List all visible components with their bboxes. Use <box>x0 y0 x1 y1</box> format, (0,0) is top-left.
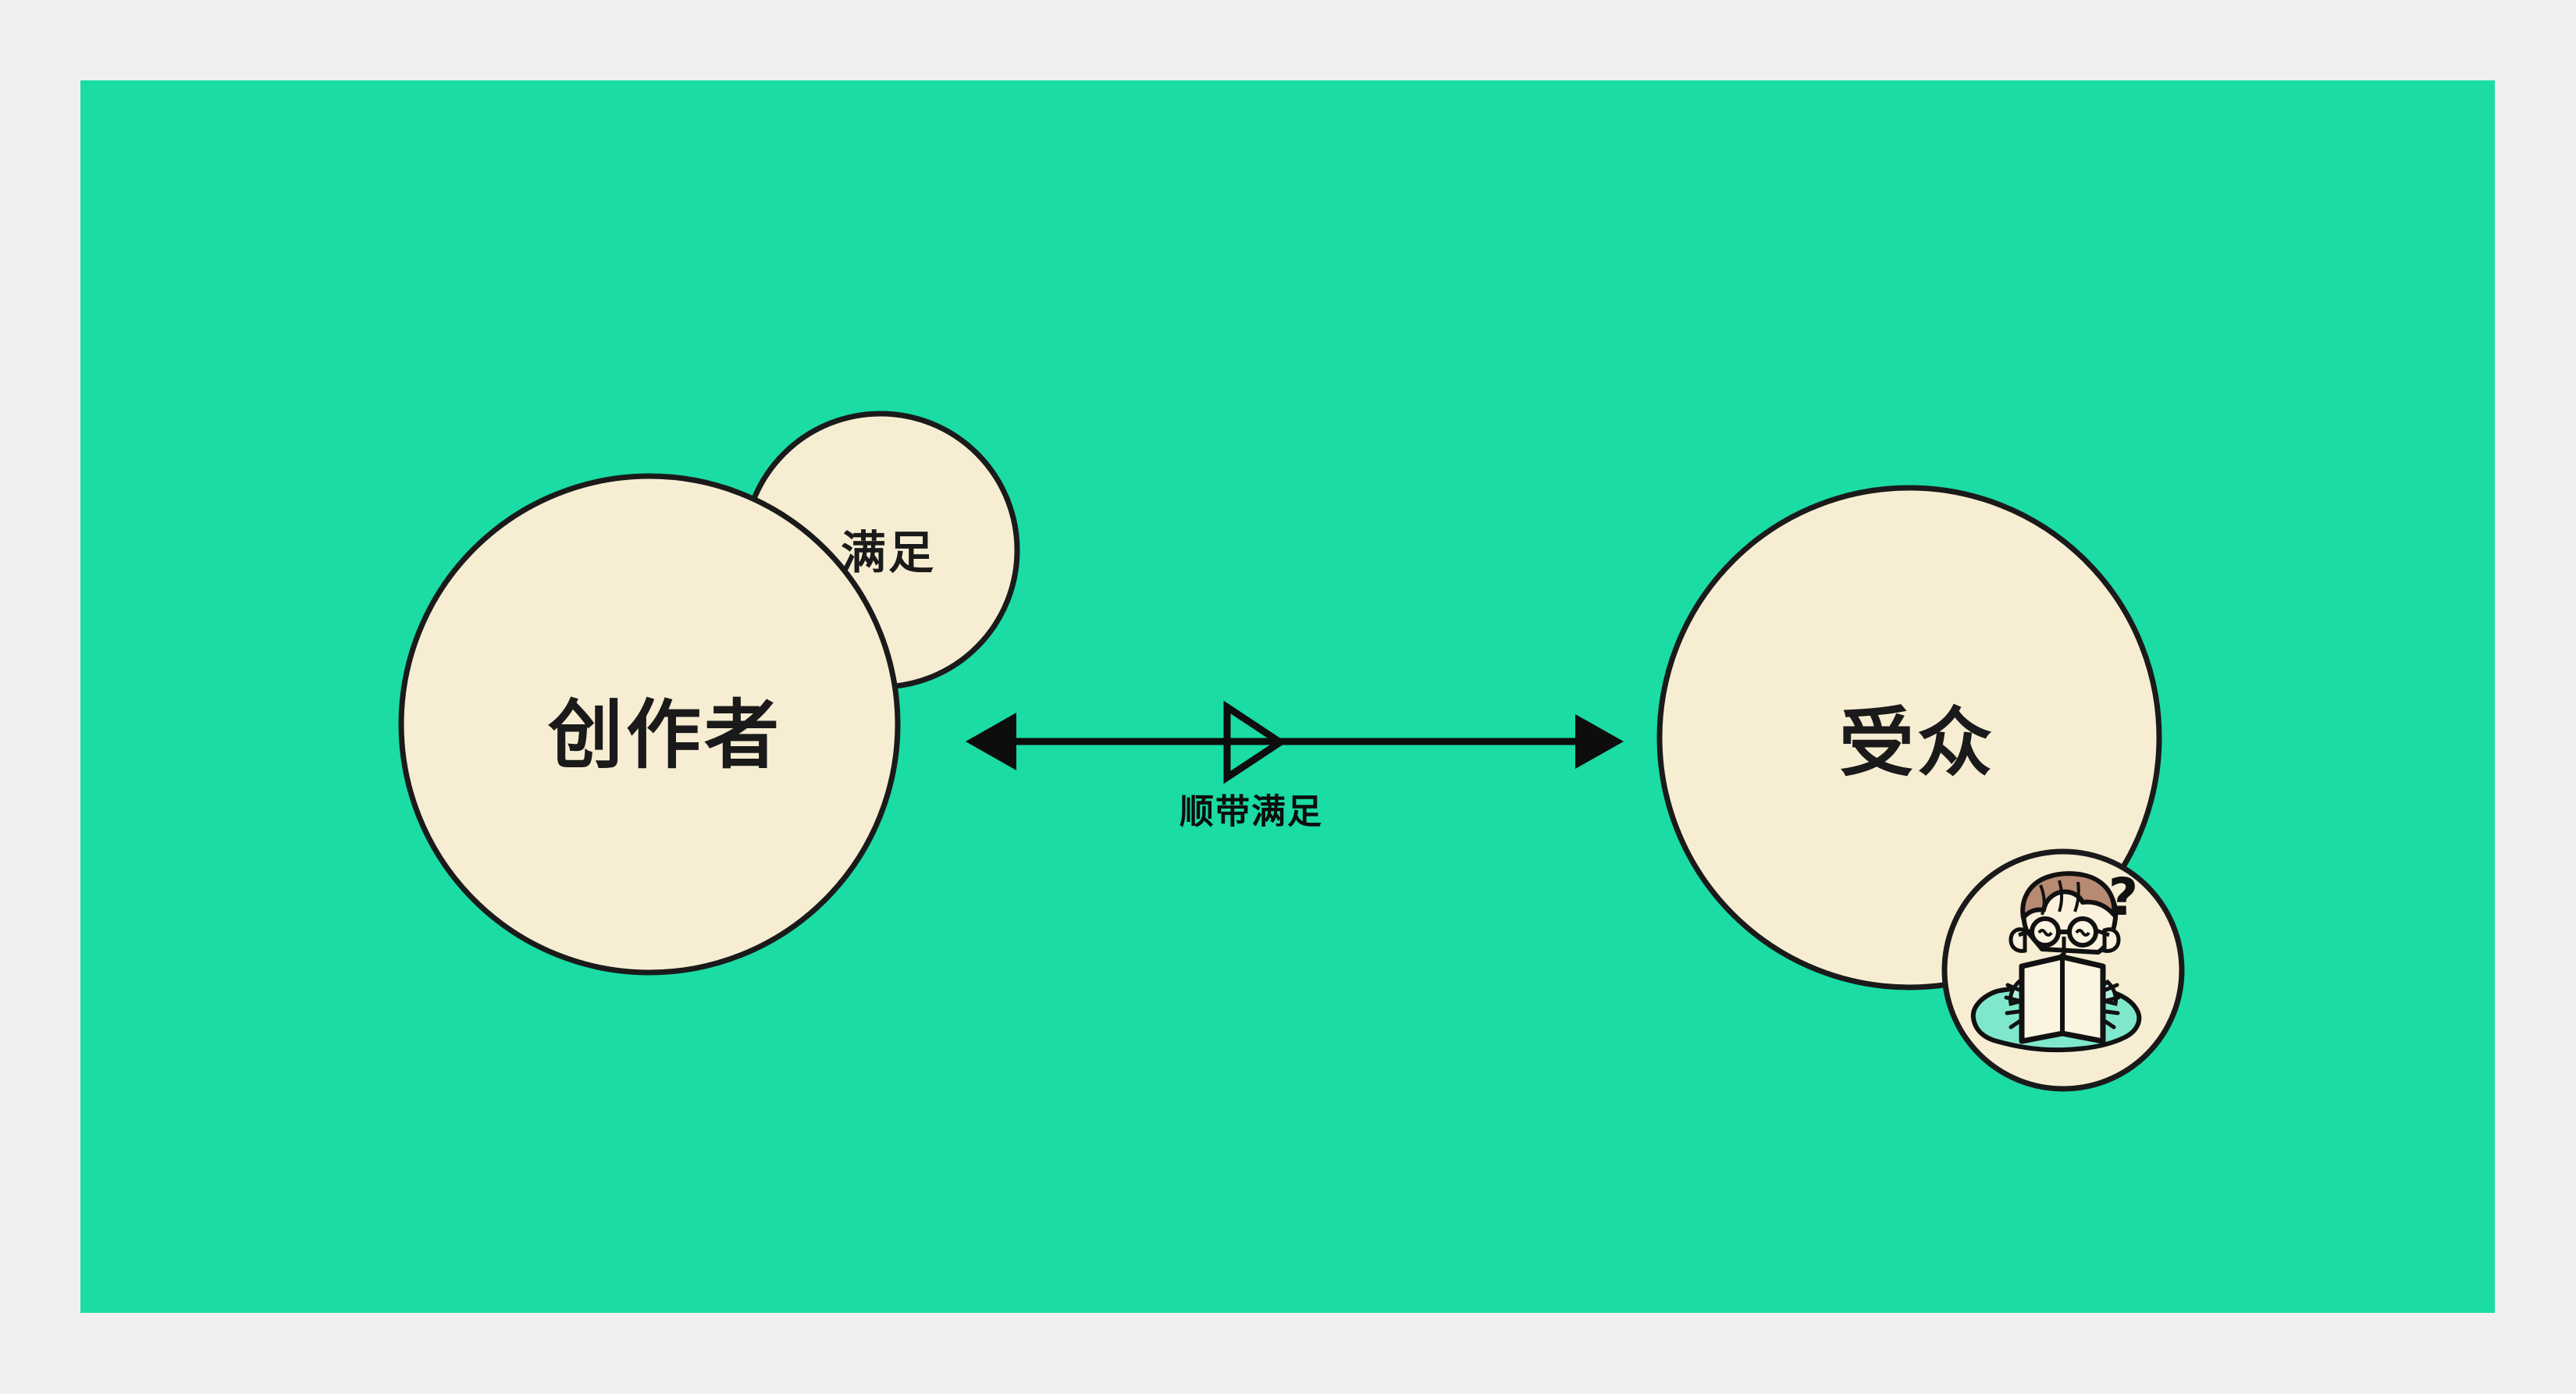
bidirectional-connector[interactable]: 顺带满足 <box>966 700 1624 832</box>
satisfy-node-label: 满足 <box>841 526 936 579</box>
reader-glasses-temple-right <box>2095 928 2110 937</box>
reader-hair-line-1 <box>2039 884 2046 916</box>
connector-label: 顺带满足 <box>1179 792 1323 832</box>
confused-reader-illustration: ? <box>1970 867 2142 1053</box>
reader-hair-line-2 <box>2058 880 2063 912</box>
reader-eye-right <box>2075 929 2090 937</box>
arrowhead-left-icon <box>966 713 1016 770</box>
reader-eye-left <box>2037 929 2053 937</box>
reader-hair-line-3 <box>2073 881 2080 912</box>
hollow-triangle-marker-icon <box>1223 700 1287 784</box>
audience-node-label: 受众 <box>1839 699 1995 787</box>
creator-node-label: 创作者 <box>547 692 782 779</box>
reader-hand-left <box>2004 983 2023 1029</box>
arrowhead-right-icon <box>1575 714 1624 769</box>
creator-node-circle[interactable] <box>398 473 901 976</box>
reader-hand-right <box>2102 983 2121 1029</box>
reader-glasses-temple-left <box>2018 928 2033 937</box>
